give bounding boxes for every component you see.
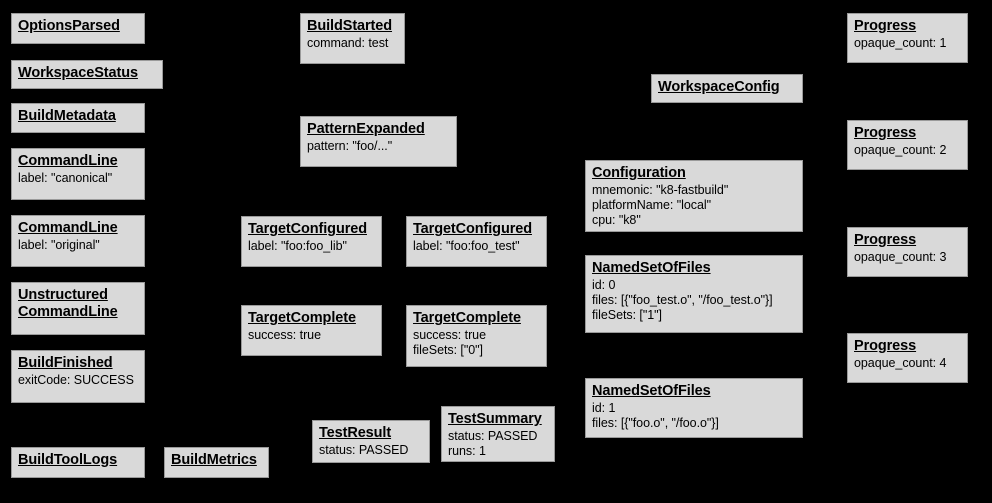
event-node-title: TestSummary: [448, 411, 542, 427]
event-node-fields: opaque_count: 3: [854, 250, 947, 264]
event-node-title: OptionsParsed: [18, 18, 120, 34]
event-node-target-complete-foo-test[interactable]: TargetComplete success: true fileSets: ["…: [406, 305, 547, 367]
event-node-options-parsed[interactable]: OptionsParsed: [11, 13, 145, 44]
event-node-test-summary[interactable]: TestSummary status: PASSED runs: 1: [441, 406, 555, 462]
event-node-fields: success: true fileSets: ["0"]: [413, 328, 486, 357]
event-node-title: TargetConfigured: [413, 221, 532, 237]
event-node-title: BuildStarted: [307, 18, 393, 34]
event-node-fields: opaque_count: 4: [854, 356, 947, 370]
event-node-command-line-original[interactable]: CommandLine label: "original": [11, 215, 145, 267]
event-node-fields: success: true: [248, 328, 321, 342]
event-node-fields: label: "foo:foo_test": [413, 239, 520, 253]
event-node-build-started[interactable]: BuildStarted command: test: [300, 13, 405, 64]
event-node-fields: status: PASSED: [319, 443, 409, 457]
event-node-title: WorkspaceConfig: [658, 79, 780, 95]
event-node-fields: mnemonic: "k8-fastbuild" platformName: "…: [592, 183, 729, 227]
event-node-fields: opaque_count: 1: [854, 36, 947, 50]
event-node-title: BuildToolLogs: [18, 452, 118, 468]
event-node-title: Progress: [854, 338, 917, 354]
event-node-title: CommandLine: [18, 153, 118, 169]
event-node-fields: label: "foo:foo_lib": [248, 239, 347, 253]
event-node-title: BuildFinished: [18, 355, 113, 371]
event-node-named-set-of-files-1[interactable]: NamedSetOfFiles id: 1 files: [{"foo.o", "…: [585, 378, 803, 438]
event-node-fields: opaque_count: 2: [854, 143, 947, 157]
event-node-title: PatternExpanded: [307, 121, 425, 137]
event-node-fields: status: PASSED runs: 1: [448, 429, 538, 458]
event-node-workspace-config[interactable]: WorkspaceConfig: [651, 74, 803, 103]
event-node-title: BuildMetadata: [18, 108, 116, 124]
event-node-title: CommandLine: [18, 220, 118, 236]
event-node-title: WorkspaceStatus: [18, 65, 138, 81]
event-node-configuration[interactable]: Configuration mnemonic: "k8-fastbuild" pl…: [585, 160, 803, 232]
event-node-title: Configuration: [592, 165, 686, 181]
event-node-title: TargetComplete: [413, 310, 521, 326]
event-node-command-line-canonical[interactable]: CommandLine label: "canonical": [11, 148, 145, 200]
event-node-fields: label: "original": [18, 238, 100, 252]
event-node-fields: exitCode: SUCCESS: [18, 373, 134, 387]
event-node-fields: id: 0 files: [{"foo_test.o", "/foo_test.…: [592, 278, 773, 322]
event-node-title: Progress: [854, 232, 917, 248]
event-node-title: Progress: [854, 125, 917, 141]
event-node-unstructured-command-line[interactable]: Unstructured CommandLine: [11, 282, 145, 335]
event-node-title: TargetConfigured: [248, 221, 367, 237]
event-node-title: BuildMetrics: [171, 452, 257, 468]
event-node-build-finished[interactable]: BuildFinished exitCode: SUCCESS: [11, 350, 145, 403]
event-node-build-tool-logs[interactable]: BuildToolLogs: [11, 447, 145, 478]
event-node-fields: id: 1 files: [{"foo.o", "/foo.o"}]: [592, 401, 719, 430]
event-node-title: Progress: [854, 18, 917, 34]
event-node-test-result[interactable]: TestResult status: PASSED: [312, 420, 430, 463]
event-node-title: NamedSetOfFiles: [592, 260, 711, 276]
event-node-target-configured-foo-lib[interactable]: TargetConfigured label: "foo:foo_lib": [241, 216, 382, 267]
event-node-fields: label: "canonical": [18, 171, 113, 185]
event-node-progress-2[interactable]: Progress opaque_count: 2: [847, 120, 968, 170]
event-node-title: NamedSetOfFiles: [592, 383, 711, 399]
event-node-target-complete-foo-lib[interactable]: TargetComplete success: true: [241, 305, 382, 356]
event-node-workspace-status[interactable]: WorkspaceStatus: [11, 60, 163, 89]
event-node-target-configured-foo-test[interactable]: TargetConfigured label: "foo:foo_test": [406, 216, 547, 267]
event-node-fields: pattern: "foo/...": [307, 139, 393, 153]
event-node-title: TargetComplete: [248, 310, 356, 326]
event-node-title: Unstructured CommandLine: [18, 287, 118, 320]
event-node-fields: command: test: [307, 36, 389, 50]
event-node-progress-1[interactable]: Progress opaque_count: 1: [847, 13, 968, 63]
event-node-progress-4[interactable]: Progress opaque_count: 4: [847, 333, 968, 383]
event-node-named-set-of-files-0[interactable]: NamedSetOfFiles id: 0 files: [{"foo_test.…: [585, 255, 803, 333]
event-node-title: TestResult: [319, 425, 392, 441]
event-node-build-metadata[interactable]: BuildMetadata: [11, 103, 145, 133]
event-node-pattern-expanded[interactable]: PatternExpanded pattern: "foo/...": [300, 116, 457, 167]
event-node-build-metrics[interactable]: BuildMetrics: [164, 447, 269, 478]
event-node-progress-3[interactable]: Progress opaque_count: 3: [847, 227, 968, 277]
